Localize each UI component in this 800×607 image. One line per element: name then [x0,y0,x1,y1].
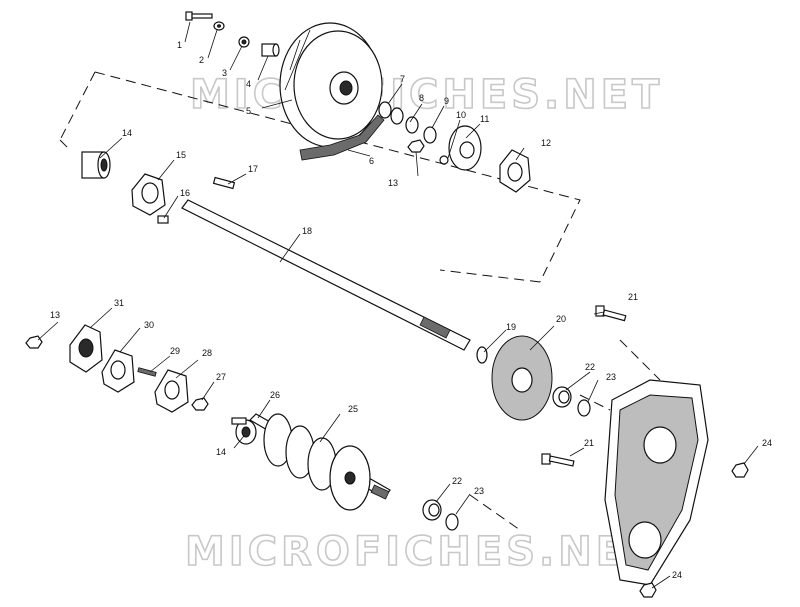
part-3-hole [241,39,247,45]
part-5-pulley [279,22,383,148]
part-10-washer [439,155,449,165]
callout-17: 17 [248,164,258,174]
assembly-dash-lower [469,339,661,531]
callout-28: 28 [202,348,212,358]
callout-11: 11 [480,114,489,124]
part-14-bearing-lower [235,419,257,445]
callout-2: 2 [199,55,204,65]
assembly-dash-upper [59,71,581,283]
part-21-bolt-upper [595,305,627,322]
part-22-bearing-lower [422,499,442,521]
part-6-chain [299,114,385,161]
callout-18: 18 [302,226,312,236]
callout-30: 30 [144,320,154,330]
watermark-top: MICROFICHES.NET [190,72,663,118]
watermark-bottom: MICROFICHES.NET [185,529,658,575]
callout-8: 8 [419,93,424,103]
part-31-cover-plate [69,324,103,373]
callout-12: 12 [541,138,551,148]
callout-31: 31 [114,298,124,308]
callout-21-lower: 21 [584,438,594,448]
callout-24-lower: 24 [672,570,682,580]
part-13-nut-lower [25,335,43,349]
callout-20: 20 [556,314,566,324]
part-2-hole [217,24,221,28]
part-20-brake-disc [491,335,553,421]
part-29-pin [137,367,157,377]
callout-1: 1 [177,40,182,50]
part-25-drive-sprocket-assembly [249,413,391,511]
callout-5: 5 [246,106,251,116]
part-16-bolt [157,215,169,224]
part-18-shaft [181,199,471,351]
callout-14-lower: 14 [216,447,226,457]
callout-15: 15 [176,150,186,160]
part-1-bolt [185,11,213,21]
callout-19: 19 [506,322,516,332]
part-17-key [212,176,236,190]
part-28-flange [154,369,189,413]
leader-lines [37,21,759,589]
callout-13-lower: 13 [50,310,60,320]
part-19-clip [476,346,488,364]
callout-25: 25 [348,404,358,414]
part-9-oring [423,126,437,144]
part-23-seal-upper [577,399,591,417]
callout-6: 6 [369,156,374,166]
callout-27: 27 [216,372,226,382]
callout-24-upper: 24 [762,438,772,448]
callout-23-lower: 23 [474,486,484,496]
part-4-bushing [261,43,280,57]
part-21-bolt-lower [541,453,575,467]
callout-13-upper: 13 [388,178,398,188]
callout-9: 9 [444,96,449,106]
part-22-bearing-upper [552,386,572,408]
part-7-oring-a [378,101,392,119]
callout-22-lower: 22 [452,476,462,486]
part-12-flange [499,149,531,193]
part-30-gasket [101,349,135,393]
chaincase-housing [604,379,709,586]
callout-23-upper: 23 [606,372,616,382]
part-15-flange [131,173,166,216]
callout-14-upper: 14 [122,128,132,138]
part-11-plate [448,125,482,171]
callout-26: 26 [270,390,280,400]
part-8-oring [405,116,419,134]
callout-29: 29 [170,346,180,356]
part-24-nut-lower [639,582,657,598]
part-27-nut [191,397,209,411]
callout-4: 4 [246,79,251,89]
callout-7: 7 [400,74,405,84]
part-24-nut-upper [731,462,749,478]
part-14-bearing-upper [81,151,111,179]
callout-3: 3 [222,68,227,78]
callout-22-upper: 22 [585,362,595,372]
callout-21-upper-hidden: 21 [628,292,638,302]
callout-10: 10 [456,110,466,120]
part-23-seal-lower [445,513,459,531]
part-13-nut-upper [407,139,425,153]
part-7-oring-b [390,107,404,125]
callout-16: 16 [180,188,190,198]
part-26-spacer [231,417,247,425]
